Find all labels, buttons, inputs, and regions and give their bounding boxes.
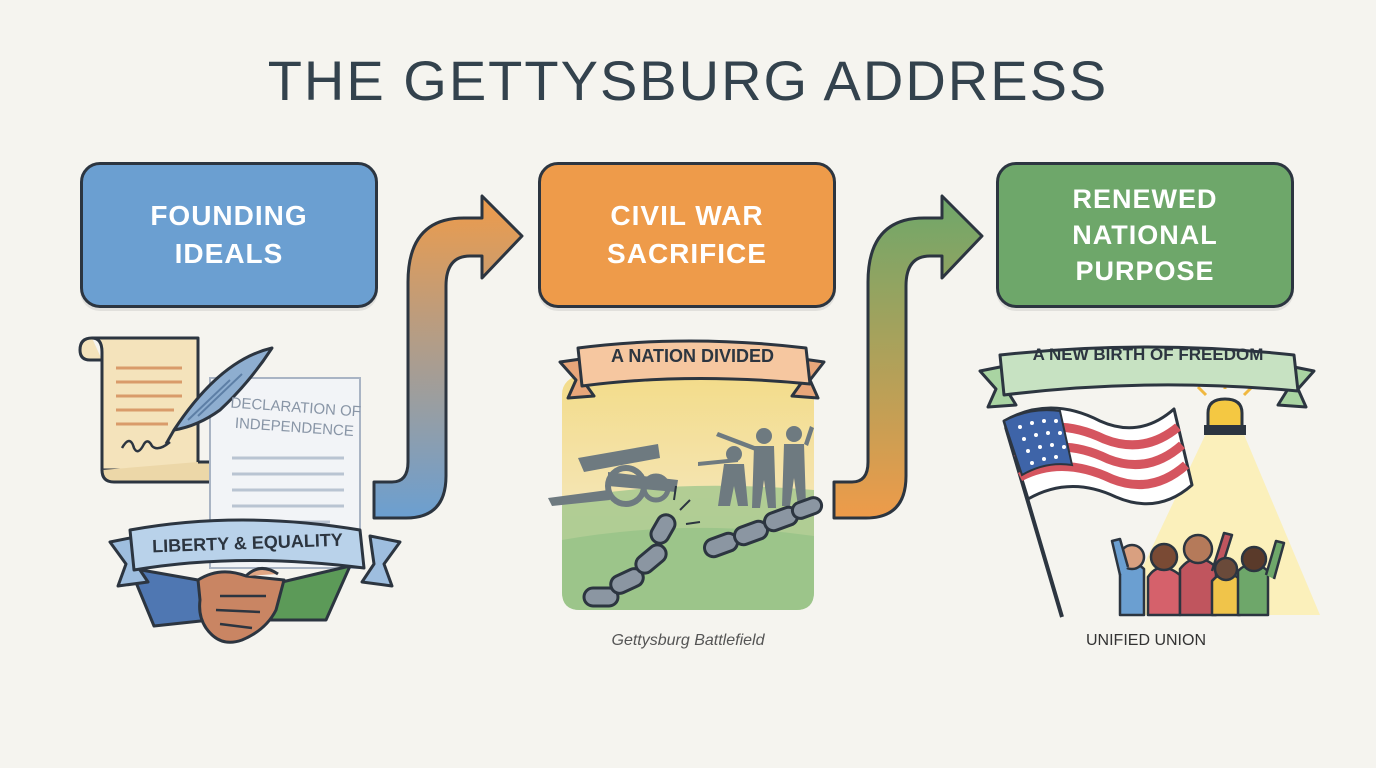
stage-founding-ideals-label: FOUNDING IDEALS (150, 200, 308, 269)
soldiers-icon (698, 426, 814, 508)
liberty-equality-banner (108, 518, 402, 588)
stage-civil-war-sacrifice: CIVIL WAR SACRIFICE (538, 162, 836, 308)
cannon-icon (548, 444, 678, 507)
new-birth-banner (978, 345, 1316, 409)
nation-divided-banner-text: A NATION DIVIDED (610, 346, 774, 366)
crowd-icon (1110, 531, 1286, 617)
battlefield-caption: Gettysburg Battlefield (611, 632, 765, 649)
stage-civil-war-sacrifice-label: CIVIL WAR SACRIFICE (607, 200, 767, 269)
stage-founding-ideals: FOUNDING IDEALS (80, 162, 378, 308)
civil-war-illustration (548, 339, 826, 610)
stage-renewed-national-purpose-label: RENEWED NATIONAL PURPOSE (1072, 184, 1218, 286)
unified-union-caption: UNIFIED UNION (1086, 632, 1206, 649)
renewed-purpose-illustration (978, 345, 1320, 618)
flow-arrow-2 (832, 194, 984, 520)
quill-icon (164, 346, 274, 445)
broken-chain-icon (582, 485, 824, 608)
new-birth-banner-text: A NEW BIRTH OF FREEDOM (1032, 345, 1264, 364)
flow-arrow-1 (372, 194, 524, 520)
page-title: THE GETTYSBURG ADDRESS (267, 49, 1109, 112)
founding-ideals-illustration (78, 336, 402, 644)
american-flag-icon (1002, 406, 1194, 618)
stage-renewed-national-purpose: RENEWED NATIONAL PURPOSE (996, 162, 1294, 308)
handshake-icon (128, 564, 352, 644)
nation-divided-banner (558, 339, 826, 400)
